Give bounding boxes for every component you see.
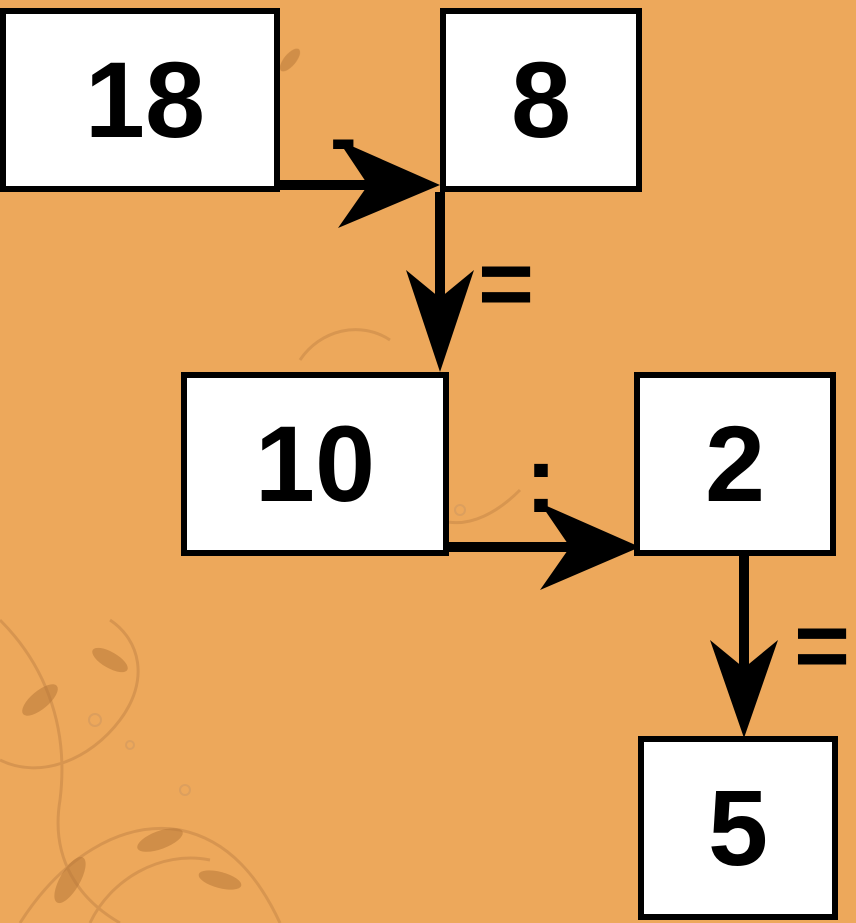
number-box-8: 8: [440, 8, 642, 192]
number-box-18: 18: [0, 8, 280, 192]
number-box-10: 10: [181, 372, 449, 556]
minus-operator: -: [330, 98, 357, 178]
number-box-2: 2: [634, 372, 836, 556]
equals-operator-1: =: [478, 236, 534, 332]
number-box-5: 5: [638, 736, 838, 920]
equals-operator-2: =: [794, 598, 850, 694]
divide-operator: :: [525, 432, 557, 528]
